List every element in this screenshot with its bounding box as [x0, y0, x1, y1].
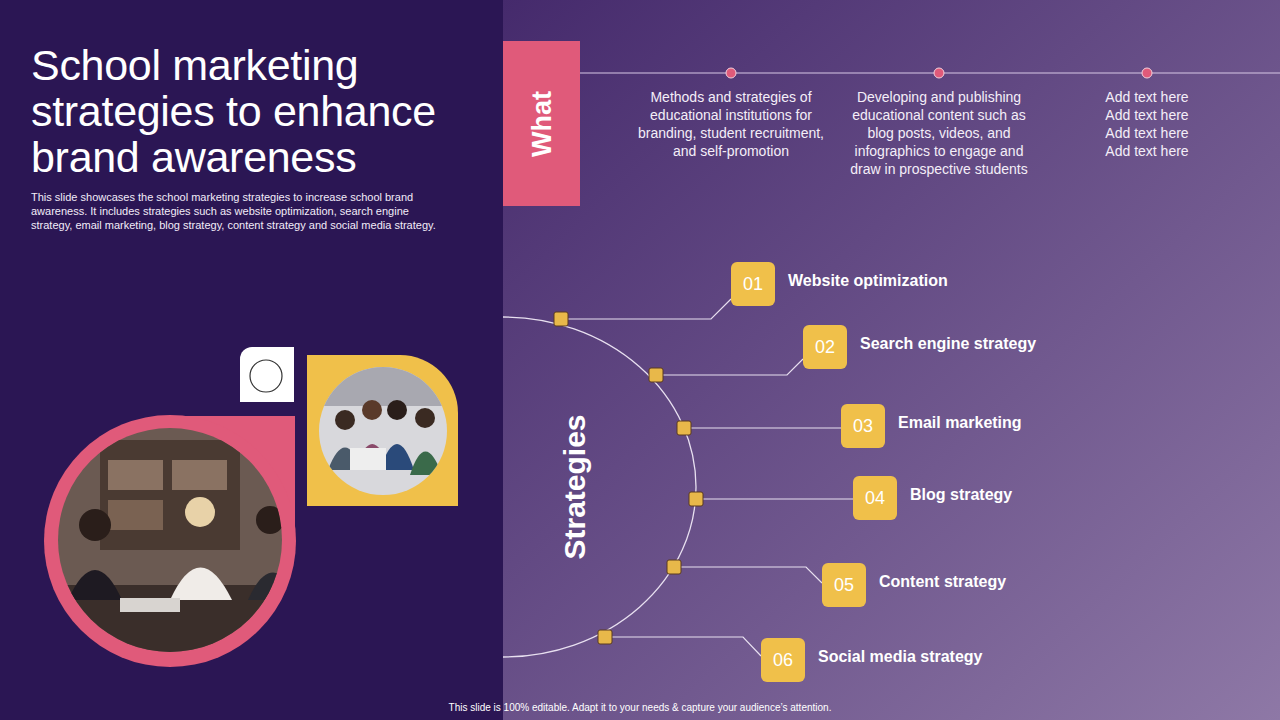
strategy-step: 06Social media strategy [761, 638, 805, 682]
step-number: 06 [761, 638, 805, 682]
band-label: What [526, 91, 557, 157]
icon-tile [240, 347, 294, 402]
strategy-step: 03Email marketing [841, 404, 885, 448]
what-band [503, 41, 580, 206]
left-panel [0, 0, 503, 720]
step-title: Email marketing [898, 413, 1022, 433]
step-title: Content strategy [879, 572, 1006, 592]
what-text: Methods and strategies of educational in… [631, 88, 831, 160]
strategy-step: 05Content strategy [822, 563, 866, 607]
strategy-step: 01Website optimization [731, 262, 775, 306]
step-number: 03 [841, 404, 885, 448]
step-title: Blog strategy [910, 485, 1012, 505]
what-text: Developing and publishing educational co… [839, 88, 1039, 178]
right-panel [503, 0, 1280, 720]
photo-frame-large [40, 415, 310, 667]
slide-description: This slide showcases the school marketin… [31, 190, 451, 232]
leader-lines [561, 299, 853, 656]
step-title: Website optimization [788, 271, 948, 291]
section-label: Strategies [558, 414, 592, 559]
strategy-step: 02Search engine strategy [803, 325, 847, 369]
slide-title: School marketing strategies to enhance b… [31, 42, 496, 180]
timeline-dot [934, 68, 944, 78]
photo-frame-small [307, 355, 458, 506]
step-number: 01 [731, 262, 775, 306]
step-number: 02 [803, 325, 847, 369]
step-number: 04 [853, 476, 897, 520]
footer-note: This slide is 100% editable. Adapt it to… [0, 701, 1280, 715]
step-number: 05 [822, 563, 866, 607]
what-text: Add text here Add text here Add text her… [1097, 88, 1197, 160]
arc-dots [554, 312, 703, 644]
timeline-dot [726, 68, 736, 78]
step-title: Search engine strategy [860, 334, 1036, 354]
timeline-dot [1142, 68, 1152, 78]
timeline [580, 72, 1280, 73]
what-band: What [503, 41, 580, 206]
strategy-step: 04Blog strategy [853, 476, 897, 520]
strategy-arc [503, 317, 696, 657]
step-title: Social media strategy [818, 647, 983, 667]
